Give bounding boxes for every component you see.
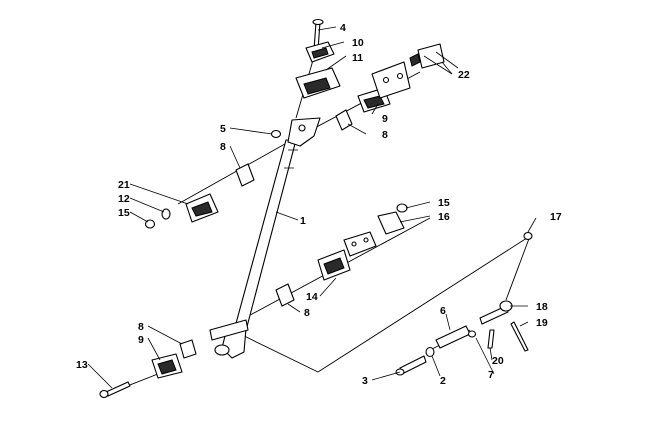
tie-rod-bolt-part (395, 355, 427, 376)
steering-post-part (209, 117, 321, 359)
top-bolt-part (312, 18, 324, 51)
leader-lines (87, 26, 537, 389)
callout-20: 20 (492, 355, 504, 367)
callout-9-upper: 9 (382, 113, 388, 125)
callout-8-upper-left: 8 (220, 141, 226, 153)
upper-block-part (295, 67, 341, 99)
callout-8-lower-left: 8 (138, 321, 144, 333)
callout-7: 7 (488, 369, 494, 381)
lower-left-bushing-part (179, 339, 197, 359)
callout-16: 16 (438, 211, 450, 223)
tie-rod-nut-part (467, 330, 477, 338)
upper-bushing-left-part (235, 163, 255, 187)
callout-5: 5 (220, 123, 226, 135)
lower-left-block-part (151, 353, 183, 379)
callout-1: 1 (300, 215, 306, 227)
lower-right-plate-part (377, 211, 405, 235)
callout-4: 4 (340, 22, 346, 34)
callout-10: 10 (352, 37, 364, 49)
tie-rod-pin-part (510, 321, 529, 352)
callout-6: 6 (440, 305, 446, 317)
tie-rod-washer-part (425, 346, 435, 358)
lower-gasket-part (343, 231, 377, 257)
callout-15-left: 15 (118, 207, 130, 219)
upper-left-washer-part (161, 208, 171, 220)
upper-nut-part (270, 129, 282, 139)
callout-8-lower: 8 (304, 307, 310, 319)
callout-9-lower: 9 (138, 334, 144, 346)
callout-8-upper-right: 8 (382, 129, 388, 141)
upper-bushing-right-part (335, 109, 353, 131)
callout-11: 11 (352, 52, 363, 64)
long-bolt-part (99, 381, 131, 399)
callout-2: 2 (440, 375, 446, 387)
tie-rod-end-part (479, 300, 513, 325)
callout-3: 3 (362, 375, 368, 387)
callout-13: 13 (76, 359, 88, 371)
callout-21: 21 (118, 179, 130, 191)
callout-19: 19 (536, 317, 548, 329)
upper-left-clamp-part (185, 193, 219, 223)
upper-cap-part (305, 41, 335, 63)
lower-block-part (317, 249, 351, 281)
upper-plate-part (371, 61, 411, 99)
tie-rod-cap-nut-part (523, 231, 533, 241)
callout-22: 22 (458, 69, 470, 81)
callout-15-right: 15 (438, 197, 450, 209)
callout-18: 18 (536, 301, 548, 313)
callout-14: 14 (306, 291, 318, 303)
callout-12: 12 (118, 193, 130, 205)
lower-right-nut-part (396, 203, 408, 213)
lower-bushing-part (275, 283, 295, 307)
tie-rod-sleeve-part (435, 325, 471, 349)
callout-labels: 4 10 11 22 5 8 9 8 21 12 15 1 15 16 17 1… (76, 22, 562, 387)
tie-rod-small-bolt-part (487, 329, 495, 349)
assembly-axis-lines (111, 49, 531, 393)
callout-17: 17 (550, 211, 562, 223)
u-bolt-part (409, 43, 459, 75)
